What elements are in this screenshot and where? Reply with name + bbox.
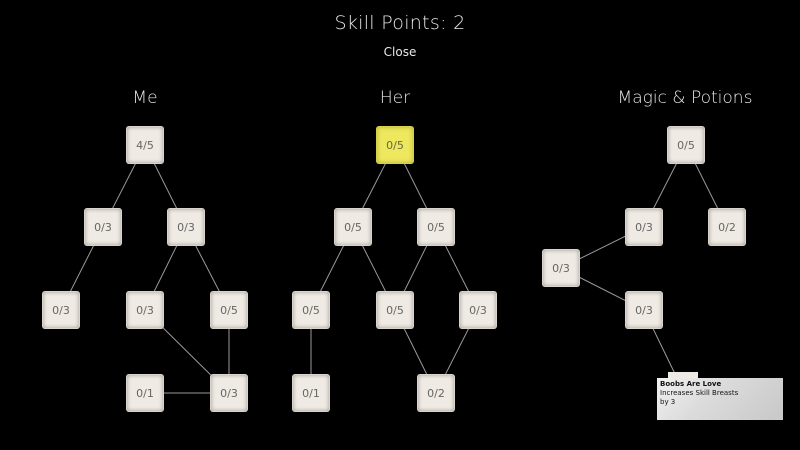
skill-node-me-bottom-2[interactable]: 0/3 — [211, 375, 247, 411]
skill-node-magic-right[interactable]: 0/2 — [709, 209, 745, 245]
skill-node-magic-side[interactable]: 0/3 — [543, 250, 579, 286]
skill-node-her-bottom-1[interactable]: 0/1 — [293, 375, 329, 411]
skill-node-me-left-left[interactable]: 0/3 — [43, 292, 79, 328]
skill-node-me-right-left[interactable]: 0/3 — [127, 292, 163, 328]
skill-node-me-bottom-1[interactable]: 0/1 — [127, 375, 163, 411]
tooltip-title: Boobs Are Love — [660, 380, 722, 388]
close-button[interactable]: Close — [383, 45, 417, 59]
skill-node-her-bottom-2[interactable]: 0/2 — [418, 375, 454, 411]
skill-tooltip: Boobs Are Love Increases Skill Breasts b… — [657, 378, 783, 420]
skill-node-her-right-right[interactable]: 0/3 — [460, 292, 496, 328]
skill-node-magic-hidden[interactable] — [668, 372, 698, 380]
skill-node-me-left[interactable]: 0/3 — [85, 209, 121, 245]
skill-node-her-left-left[interactable]: 0/5 — [293, 292, 329, 328]
tooltip-description-line-1: Increases Skill Breasts — [660, 389, 739, 397]
skill-node-magic-root[interactable]: 0/5 — [668, 127, 704, 163]
skill-node-her-left[interactable]: 0/5 — [335, 209, 371, 245]
skill-node-her-middle[interactable]: 0/5 — [377, 292, 413, 328]
skill-node-her-root[interactable]: 0/5 — [377, 127, 413, 163]
tooltip-description-line-2: by 3 — [660, 398, 676, 406]
skill-node-me-root[interactable]: 4/5 — [127, 127, 163, 163]
tree-title-me: Me — [132, 88, 158, 108]
skill-node-me-right[interactable]: 0/3 — [168, 209, 204, 245]
skill-node-me-right-right[interactable]: 0/5 — [211, 292, 247, 328]
skill-points-title: Skill Points: 2 — [334, 12, 466, 34]
skill-node-magic-lower[interactable]: 0/3 — [626, 292, 662, 328]
skill-node-magic-left[interactable]: 0/3 — [626, 209, 662, 245]
tree-title-her: Her — [379, 88, 411, 108]
skill-node-her-right[interactable]: 0/5 — [418, 209, 454, 245]
tree-title-magic: Magic & Potions — [617, 88, 753, 108]
